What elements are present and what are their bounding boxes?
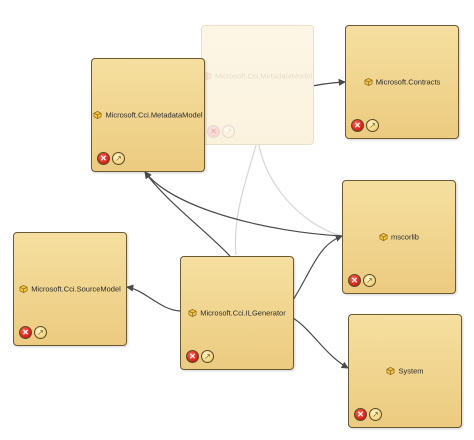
node-label: Microsoft.Cci.SourceModel (31, 284, 121, 294)
node-metadata-model-ghost[interactable]: Microsoft.Cci.MetadataModel ✕ ↗ (201, 25, 314, 145)
node-mscorlib[interactable]: mscorlib ✕ ↗ (342, 180, 456, 294)
remove-icon: ✕ (357, 409, 364, 419)
assembly-icon (379, 232, 388, 242)
assembly-icon (387, 366, 395, 376)
expand-icon: ↗ (225, 126, 232, 136)
node-label: System (398, 366, 424, 376)
expand-icon: ↗ (115, 153, 122, 163)
expand-button[interactable]: ↗ (34, 326, 47, 339)
node-contracts[interactable]: Microsoft.Contracts ✕ ↗ (345, 25, 459, 139)
expand-icon: ↗ (37, 327, 44, 337)
assembly-icon (203, 71, 212, 80)
remove-button[interactable]: ✕ (97, 152, 110, 165)
remove-icon: ✕ (354, 120, 361, 130)
remove-button[interactable]: ✕ (186, 350, 199, 363)
edge-mscorlib-to-metadata (144, 171, 343, 237)
remove-icon: ✕ (351, 275, 358, 285)
node-label: Microsoft.Cci.MetadataModel (214, 71, 313, 81)
edge-ilgenerator-to-system (292, 317, 349, 369)
assembly-icon (19, 284, 28, 294)
remove-icon: ✕ (22, 327, 29, 337)
expand-icon: ↗ (204, 351, 211, 361)
expand-button[interactable]: ↗ (201, 350, 214, 363)
node-system[interactable]: System ✕ ↗ (348, 314, 462, 428)
node-label: Microsoft.Cci.ILGenerator (200, 308, 286, 318)
remove-button[interactable]: ✕ (351, 119, 364, 132)
expand-button[interactable]: ↗ (366, 119, 379, 132)
remove-icon: ✕ (210, 126, 217, 136)
remove-button[interactable]: ✕ (207, 125, 220, 138)
assembly-icon (93, 110, 102, 120)
node-label: mscorlib (391, 232, 419, 242)
expand-icon: ↗ (366, 275, 373, 285)
node-label: Microsoft.Contracts (375, 77, 441, 87)
edge-ilgenerator-to-metadata-ghost (234, 137, 260, 256)
expand-icon: ↗ (369, 120, 376, 130)
remove-button[interactable]: ✕ (354, 408, 367, 421)
expand-icon: ↗ (372, 409, 379, 419)
assembly-icon (364, 77, 373, 87)
expand-button[interactable]: ↗ (369, 408, 382, 421)
expand-button[interactable]: ↗ (112, 152, 125, 165)
remove-button[interactable]: ✕ (19, 326, 32, 339)
remove-icon: ✕ (100, 153, 107, 163)
remove-icon: ✕ (189, 351, 196, 361)
edge-ilgenerator-to-metadata (144, 171, 231, 257)
edge-ilgenerator-to-mscorlib (292, 234, 343, 301)
expand-button[interactable]: ↗ (363, 274, 376, 287)
remove-button[interactable]: ✕ (348, 274, 361, 287)
expand-button[interactable]: ↗ (222, 125, 235, 138)
node-il-generator[interactable]: Microsoft.Cci.ILGenerator ✕ ↗ (180, 256, 294, 370)
node-source-model[interactable]: Microsoft.Cci.SourceModel ✕ ↗ (13, 232, 127, 346)
assembly-icon (188, 308, 197, 318)
edge-ilgenerator-to-sourcemodel (126, 284, 181, 312)
edge-mscorlib-to-metadata-ghost (255, 137, 343, 237)
node-metadata-model[interactable]: Microsoft.Cci.MetadataModel ✕ ↗ (91, 58, 205, 172)
node-label: Microsoft.Cci.MetadataModel (105, 110, 203, 120)
